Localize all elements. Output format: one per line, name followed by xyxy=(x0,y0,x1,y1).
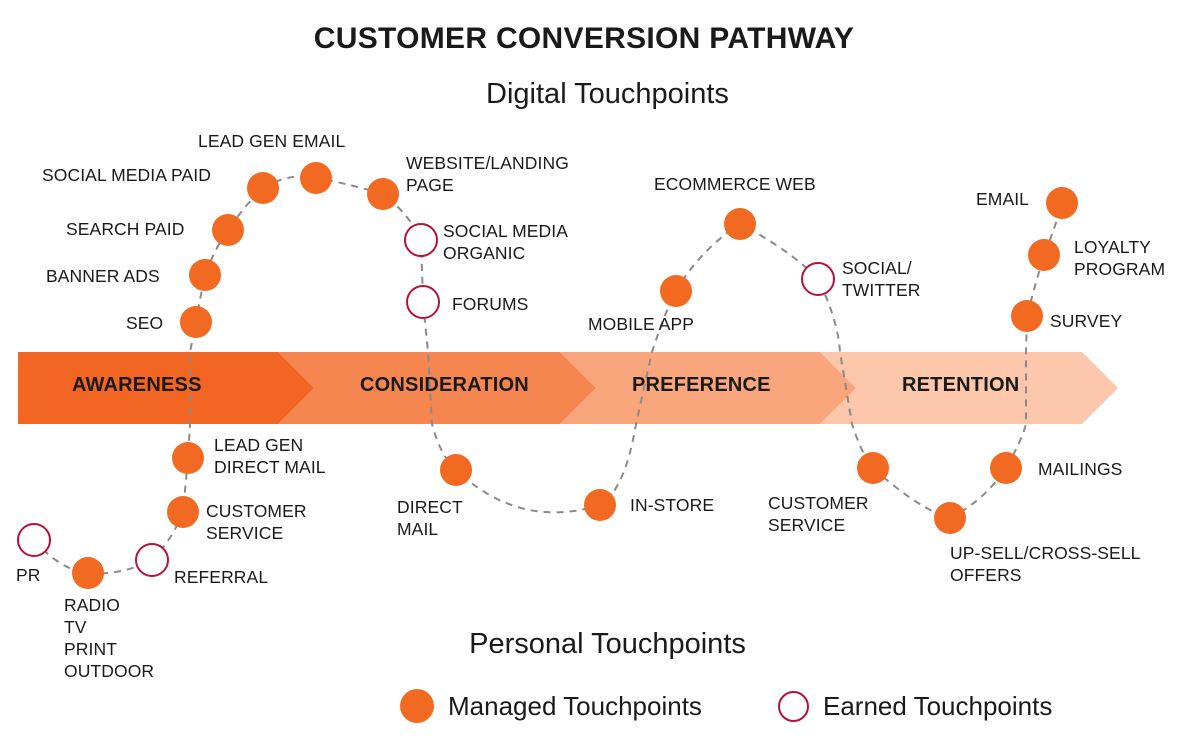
marker-banner-ads xyxy=(189,259,221,291)
marker-radio-tv-print-outdoor xyxy=(72,557,104,589)
label-upsell-crosssell: UP-SELL/CROSS-SELL OFFERS xyxy=(950,543,1141,585)
label-seo: SEO xyxy=(126,313,164,333)
label-customer-service-2: CUSTOMER SERVICE xyxy=(768,493,869,535)
digital-touchpoints-heading: Digital Touchpoints xyxy=(486,78,729,110)
legend-managed: Managed Touchpoints xyxy=(400,688,702,724)
marker-survey xyxy=(1011,300,1043,332)
managed-markers xyxy=(72,162,1078,589)
marker-direct-mail xyxy=(440,454,472,486)
label-lead-gen-email: LEAD GEN EMAIL xyxy=(198,131,346,151)
label-mobile-app: MOBILE APP xyxy=(588,314,695,334)
label-in-store: IN-STORE xyxy=(630,495,715,515)
label-lead-gen-direct-mail: LEAD GEN DIRECT MAIL xyxy=(214,435,326,477)
marker-email xyxy=(1046,187,1078,219)
label-mailings: MAILINGS xyxy=(1038,459,1123,479)
label-radio-tv-print-outdoor: RADIO TV PRINT OUTDOOR xyxy=(64,595,155,681)
label-social-twitter: SOCIAL/ TWITTER xyxy=(842,258,921,300)
marker-mobile-app xyxy=(660,275,692,307)
marker-search-paid xyxy=(212,214,244,246)
label-email: EMAIL xyxy=(976,189,1030,209)
label-pr: PR xyxy=(16,565,41,585)
label-social-media-paid: SOCIAL MEDIA PAID xyxy=(42,165,211,185)
stage-retention-label: RETENTION xyxy=(902,374,1020,396)
marker-customer-service-1 xyxy=(167,496,199,528)
earned-markers xyxy=(17,223,835,577)
legend-earned-label: Earned Touchpoints xyxy=(823,690,1053,721)
label-customer-service-1: CUSTOMER SERVICE xyxy=(206,501,307,543)
marker-in-store xyxy=(584,489,616,521)
stage-band-consideration xyxy=(278,352,596,424)
label-banner-ads: BANNER ADS xyxy=(46,266,160,286)
stage-consideration-label: CONSIDERATION xyxy=(360,374,529,396)
marker-lead-gen-direct-mail xyxy=(172,442,204,474)
legend-managed-label: Managed Touchpoints xyxy=(448,690,702,721)
page-title: CUSTOMER CONVERSION PATHWAY xyxy=(313,22,855,55)
label-search-paid: SEARCH PAID xyxy=(66,219,185,239)
marker-social-twitter xyxy=(801,262,835,296)
legend-managed-swatch xyxy=(400,689,434,723)
marker-social-media-paid xyxy=(247,172,279,204)
marker-forums xyxy=(406,285,440,319)
stage-band-preference xyxy=(560,352,856,424)
marker-social-media-organic xyxy=(404,223,438,257)
label-social-media-organic: SOCIAL MEDIA ORGANIC xyxy=(443,221,569,263)
stage-awareness-label: AWARENESS xyxy=(72,374,202,396)
marker-referral xyxy=(135,543,169,577)
stage-band-retention xyxy=(820,352,1118,424)
marker-seo xyxy=(180,306,212,338)
label-forums: FORUMS xyxy=(452,294,529,314)
label-referral: REFERRAL xyxy=(174,567,269,587)
marker-website-landing-page xyxy=(367,178,399,210)
stage-arrow xyxy=(18,352,1118,424)
label-direct-mail: DIRECT MAIL xyxy=(397,497,463,539)
stage-preference-label: PREFERENCE xyxy=(632,374,771,396)
label-loyalty-program: LOYALTY PROGRAM xyxy=(1074,237,1166,279)
legend-earned-swatch xyxy=(778,690,809,722)
marker-mailings xyxy=(990,452,1022,484)
marker-loyalty-program xyxy=(1028,239,1060,271)
stage-band-awareness xyxy=(18,352,314,424)
personal-touchpoints-heading: Personal Touchpoints xyxy=(469,628,746,660)
marker-upsell-crosssell xyxy=(934,502,966,534)
marker-lead-gen-email xyxy=(300,162,332,194)
label-website-landing-page: WEBSITE/LANDING PAGE xyxy=(406,153,569,195)
marker-customer-service-2 xyxy=(857,452,889,484)
marker-ecommerce-web xyxy=(724,208,756,240)
label-ecommerce-web: ECOMMERCE WEB xyxy=(654,174,816,194)
legend-earned: Earned Touchpoints xyxy=(778,688,1052,724)
label-survey: SURVEY xyxy=(1050,311,1123,331)
marker-pr xyxy=(17,523,51,557)
